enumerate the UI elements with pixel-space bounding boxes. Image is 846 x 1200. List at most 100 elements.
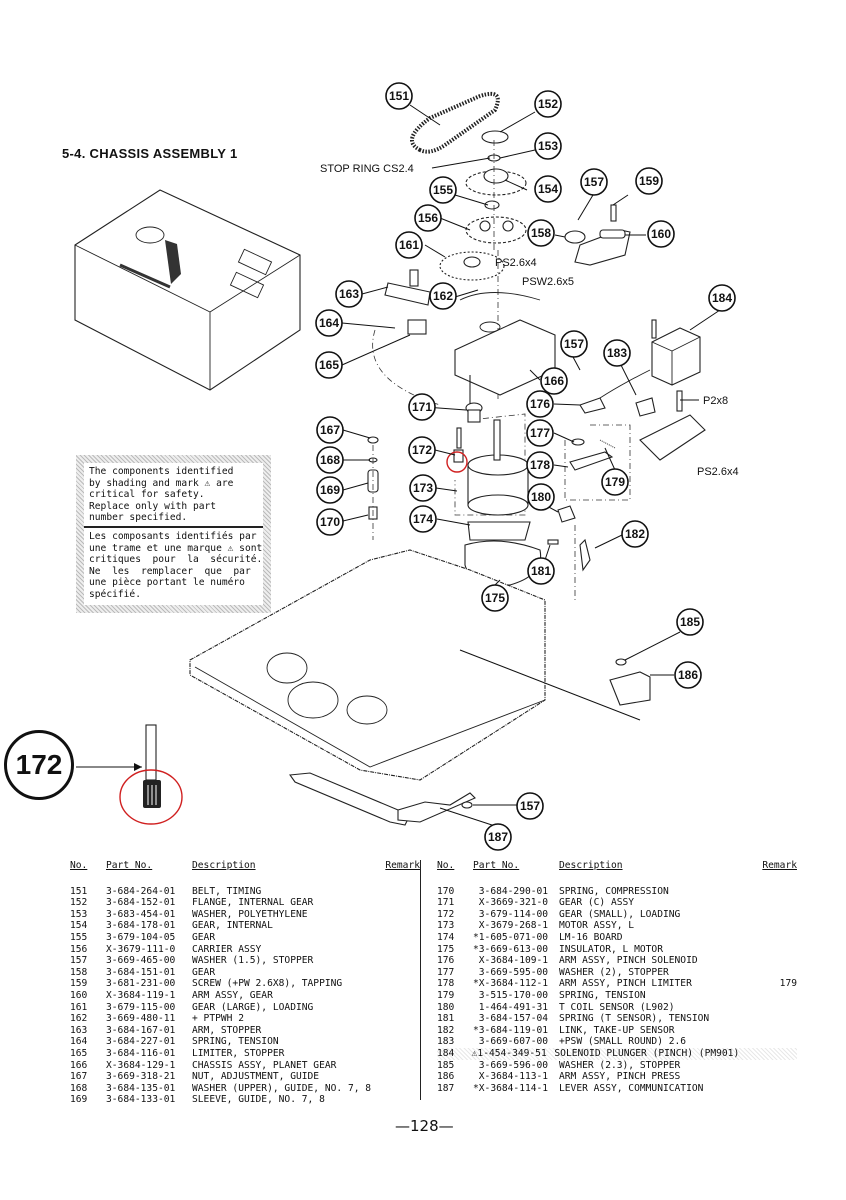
svg-text:184: 184 [712, 291, 732, 305]
table-row: 173 X-3679-268-1 MOTOR ASSY, L [437, 920, 797, 932]
svg-text:176: 176 [530, 397, 550, 411]
part-remark [737, 886, 797, 898]
part-remark [380, 955, 420, 967]
guide-parts [367, 436, 379, 540]
part-number: 3-684-167-01 [106, 1024, 176, 1036]
part-remark [380, 978, 420, 990]
part-description: WASHER, POLYETHYLENE [192, 908, 308, 920]
header-part-no: Part No. [106, 860, 153, 871]
part-number-index: 178 [437, 978, 455, 990]
callout-170: 170 [316, 508, 344, 536]
communication-lever-parts [289, 772, 476, 826]
svg-text:157: 157 [520, 799, 540, 813]
header-description: Description [559, 860, 623, 871]
part-number-index: 167 [70, 1071, 88, 1083]
part-remark [380, 1013, 420, 1025]
svg-text:155: 155 [433, 183, 453, 197]
part-number-index: 186 [437, 1071, 455, 1083]
svg-text:181: 181 [531, 564, 551, 578]
svg-text:183: 183 [607, 346, 627, 360]
screw-label-p2x8: P2x8 [703, 395, 728, 407]
part-remark [737, 1002, 797, 1014]
part-number: 3-684-157-04 [473, 1013, 549, 1025]
svg-text:187: 187 [488, 830, 508, 844]
part-description: WASHER (2), STOPPER [559, 966, 669, 978]
svg-text:166: 166 [544, 374, 564, 388]
part-number-index: 173 [437, 920, 455, 932]
callout-180: 180 [527, 483, 555, 511]
part-remark [380, 1048, 420, 1060]
screw-label-ps26x4-right: PS2.6x4 [697, 466, 739, 478]
callout-156: 156 [414, 204, 442, 232]
part-remark [380, 1060, 420, 1072]
part-description: WASHER (1.5), STOPPER [192, 955, 314, 967]
part-number-index: 161 [70, 1001, 88, 1013]
part-description: WASHER (UPPER), GUIDE, NO. 7, 8 [192, 1082, 372, 1094]
part-description: ARM, STOPPER [192, 1024, 262, 1036]
part-description: GEAR [192, 966, 216, 978]
part-number-index: 166 [70, 1059, 88, 1071]
notice-line: une pièce portant le numéro [89, 577, 245, 589]
part-number-index: 184 [437, 1047, 455, 1059]
callout-153: 153 [534, 132, 562, 160]
chassis-overview-illustration [74, 189, 301, 391]
callout-159: 159 [635, 167, 663, 195]
page-number: —128— [395, 1117, 454, 1135]
loading-motor [453, 402, 542, 586]
part-remark [380, 1071, 420, 1083]
part-remark [737, 1071, 797, 1083]
part-remark [737, 955, 797, 967]
part-number-index: 158 [70, 966, 88, 978]
part-remark [737, 932, 797, 944]
svg-text:156: 156 [418, 211, 438, 225]
part-number-index: 176 [437, 955, 455, 967]
part-number: 3-684-264-01 [106, 885, 176, 897]
part-number: X-3684-129-1 [106, 1059, 176, 1071]
header-no: No. [437, 860, 455, 871]
callout-181: 181 [527, 557, 555, 585]
part-remark [739, 1048, 797, 1060]
callout-166: 166 [540, 367, 568, 395]
part-remark [380, 1002, 420, 1014]
parts-table-header: No. Part No. Description Remark [437, 860, 797, 872]
notice-line: The components identified [89, 466, 234, 477]
part-remark [737, 944, 797, 956]
notice-line: spécifié. [89, 588, 141, 600]
part-number: 3-669-465-00 [106, 955, 176, 967]
table-row: 163 3-684-167-01 ARM, STOPPER [70, 1025, 420, 1037]
callout-158: 158 [527, 219, 555, 247]
part-description: SPRING, TENSION [559, 989, 646, 1001]
callout-157: 157 [580, 168, 608, 196]
callout-184: 184 [708, 284, 736, 312]
part-number-index: 175 [437, 943, 455, 955]
part-remark: 179 [779, 978, 797, 990]
section-title: 5-4. CHASSIS ASSEMBLY 1 [62, 146, 238, 161]
part-description: MOTOR ASSY, L [559, 920, 635, 932]
part-number: X-3679-268-1 [473, 920, 549, 932]
svg-text:178: 178 [530, 458, 550, 472]
part-number: *X-3684-114-1 [473, 1082, 549, 1094]
svg-text:180: 180 [531, 490, 551, 504]
part-number-index: 163 [70, 1024, 88, 1036]
callout-168: 168 [316, 446, 344, 474]
svg-text:179: 179 [605, 475, 625, 489]
part-number-index: 172 [437, 908, 455, 920]
svg-text:186: 186 [678, 668, 698, 682]
part-number: *X-3684-112-1 [473, 978, 549, 990]
notice-line: by shading and mark ⚠ are [89, 477, 234, 489]
part-number: X-3684-119-1 [106, 989, 176, 1001]
part-number: 3-684-227-01 [106, 1036, 176, 1048]
callout-179: 179 [601, 468, 629, 496]
part-remark [380, 886, 420, 898]
part-number-index: 155 [70, 931, 88, 943]
